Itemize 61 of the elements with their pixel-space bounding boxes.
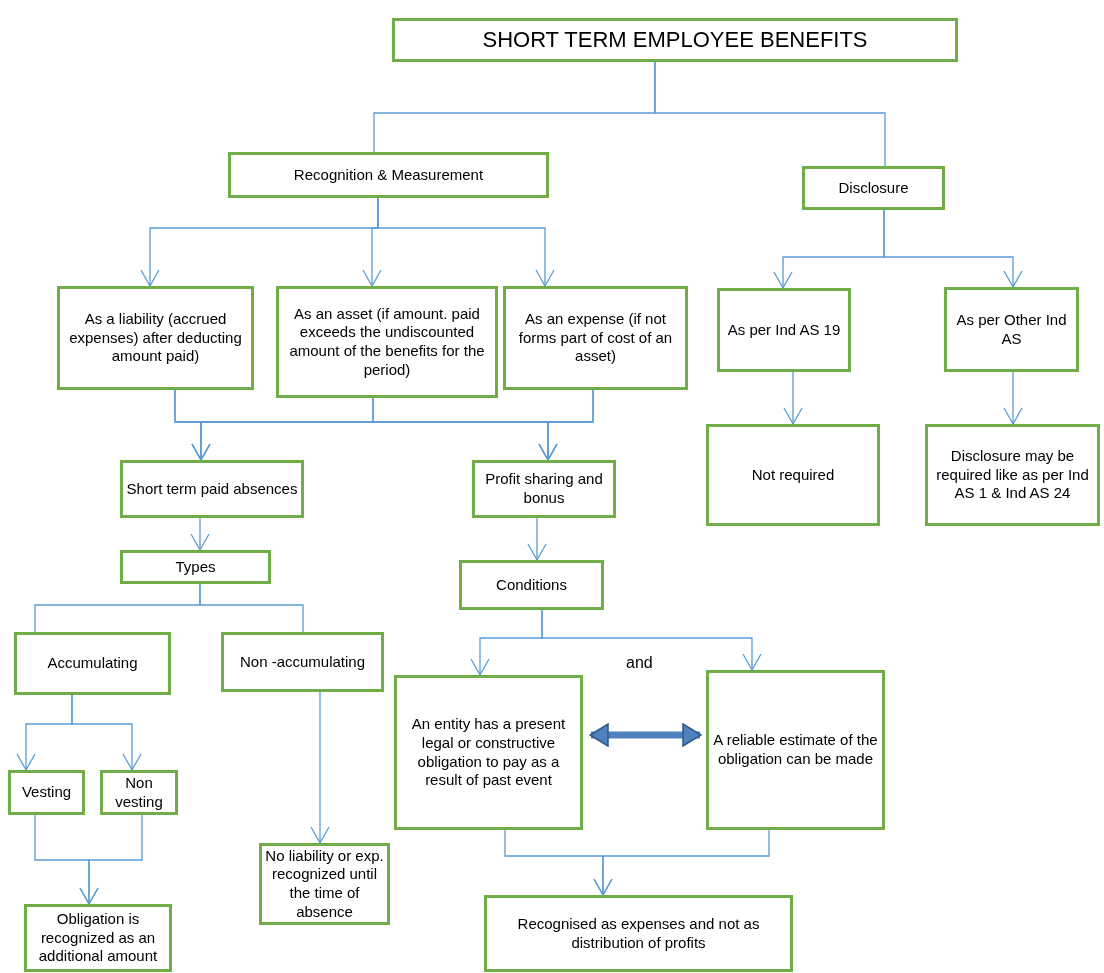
- process-box: [14, 632, 171, 695]
- connector-line: [654, 61, 886, 167]
- process-box: [276, 286, 498, 398]
- connector-line: [199, 583, 304, 633]
- arrow: [883, 209, 1023, 288]
- box-text: Non -accumulating: [239, 652, 366, 672]
- process-box: [503, 286, 688, 390]
- process-box: [100, 770, 178, 815]
- box-text: Not required: [751, 465, 835, 485]
- box-text: Disclosure may be required like as per Ind AS 1 & Ind AS 24: [935, 446, 1090, 504]
- arrow: [593, 829, 770, 896]
- box-text: As per Ind AS 19: [727, 320, 841, 340]
- box-text: As an expense (if not forms part of cost of an asset): [517, 309, 674, 367]
- box-text: Conditions: [496, 575, 567, 595]
- arrow: [1003, 371, 1023, 425]
- box-text: As a liability (accrued expenses) after deducting amount paid): [68, 309, 243, 367]
- process-box: [24, 904, 172, 972]
- process-box: [221, 632, 384, 692]
- process-box: [8, 770, 85, 815]
- process-box: [394, 675, 583, 830]
- process-box: [472, 460, 616, 518]
- arrow: [190, 517, 210, 551]
- process-box: [120, 460, 304, 518]
- box-text: Obligation is recognized as an additional amount: [37, 909, 159, 967]
- arrow: [71, 694, 142, 771]
- box-text: Short term paid absences: [126, 479, 298, 499]
- arrow: [541, 609, 762, 671]
- double-block-arrow: [589, 723, 702, 747]
- box-text: Recognised as expenses and not as distribution of profits: [516, 914, 761, 953]
- box-text: Vesting: [21, 783, 72, 802]
- process-box: [706, 670, 885, 830]
- arrow: [783, 371, 803, 425]
- process-box: [459, 560, 604, 610]
- box-text: As per Other Ind AS: [955, 310, 1068, 349]
- box-text: A reliable estimate of the obligation can be made: [712, 731, 879, 769]
- process-box: [717, 288, 851, 372]
- box-text: Disclosure: [838, 178, 909, 198]
- note-text: and: [626, 654, 653, 672]
- process-box: [802, 166, 945, 210]
- box-text: Recognition & Measurement: [293, 165, 484, 185]
- arrow: [377, 197, 555, 287]
- box-text: Non vesting: [114, 773, 164, 812]
- box-text: As an asset (if amount. paid exceeds the undiscounted amount of the benefits for the period): [288, 304, 486, 380]
- arrow: [538, 389, 594, 461]
- arrow: [79, 814, 143, 905]
- arrow: [527, 517, 547, 561]
- process-box: [706, 424, 880, 526]
- process-box: [120, 550, 271, 584]
- process-box: [392, 18, 958, 62]
- process-box: [925, 424, 1100, 526]
- arrow: [310, 691, 330, 844]
- process-box: [57, 286, 254, 390]
- box-text: Accumulating: [47, 654, 138, 673]
- box-text: Profit sharing and bonus: [484, 470, 604, 508]
- process-box: [484, 895, 793, 972]
- process-box: [944, 287, 1079, 372]
- box-text: Types: [175, 557, 216, 577]
- box-text: No liability or exp. recognized until the time of absence: [264, 846, 385, 922]
- process-box: [228, 152, 549, 198]
- box-text: An entity has a present legal or constructive obligation to pay as a result of past event: [410, 715, 567, 790]
- box-text: SHORT TERM EMPLOYEE BENEFITS: [482, 26, 868, 54]
